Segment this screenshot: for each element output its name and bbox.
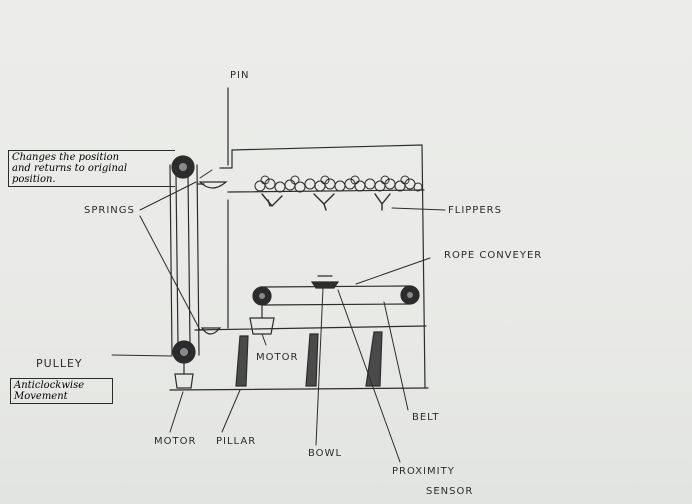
note-line-2: and returns to original xyxy=(12,163,172,174)
note-bottom-line-1: Anticlockwise xyxy=(14,380,109,391)
left-motor xyxy=(175,362,193,388)
label-pin: PIN xyxy=(230,70,249,81)
center-motor xyxy=(250,305,274,334)
leader-lines xyxy=(112,170,445,462)
label-proximity-line-2: SENSOR xyxy=(426,486,473,497)
label-motor-center: MOTOR xyxy=(256,352,298,363)
note-position-change: Changes the position and returns to orig… xyxy=(8,150,175,187)
bowl xyxy=(312,276,338,288)
label-pulley: PULLEY xyxy=(36,357,83,370)
note-bottom-line-2: Movement xyxy=(14,391,109,402)
label-motor-left: MOTOR xyxy=(154,436,196,447)
label-bowl: BOWL xyxy=(308,448,342,459)
rope-conveyer xyxy=(253,286,419,305)
label-belt: BELT xyxy=(412,412,439,423)
note-anticlockwise: Anticlockwise Movement xyxy=(10,378,113,404)
note-line-1: Changes the position xyxy=(12,152,172,163)
note-line-3: position. xyxy=(12,174,172,185)
label-springs: SPRINGS xyxy=(84,205,135,216)
label-pillar: PILLAR xyxy=(216,436,256,447)
label-proximity-line-1: PROXIMITY xyxy=(392,466,455,477)
tower-cups xyxy=(197,182,226,334)
flippers xyxy=(262,194,390,210)
marble-row xyxy=(255,176,422,192)
label-flippers: FLIPPERS xyxy=(448,205,502,216)
pulley-tower xyxy=(170,156,199,363)
label-rope-conveyer: ROPE CONVEYER xyxy=(444,250,542,261)
